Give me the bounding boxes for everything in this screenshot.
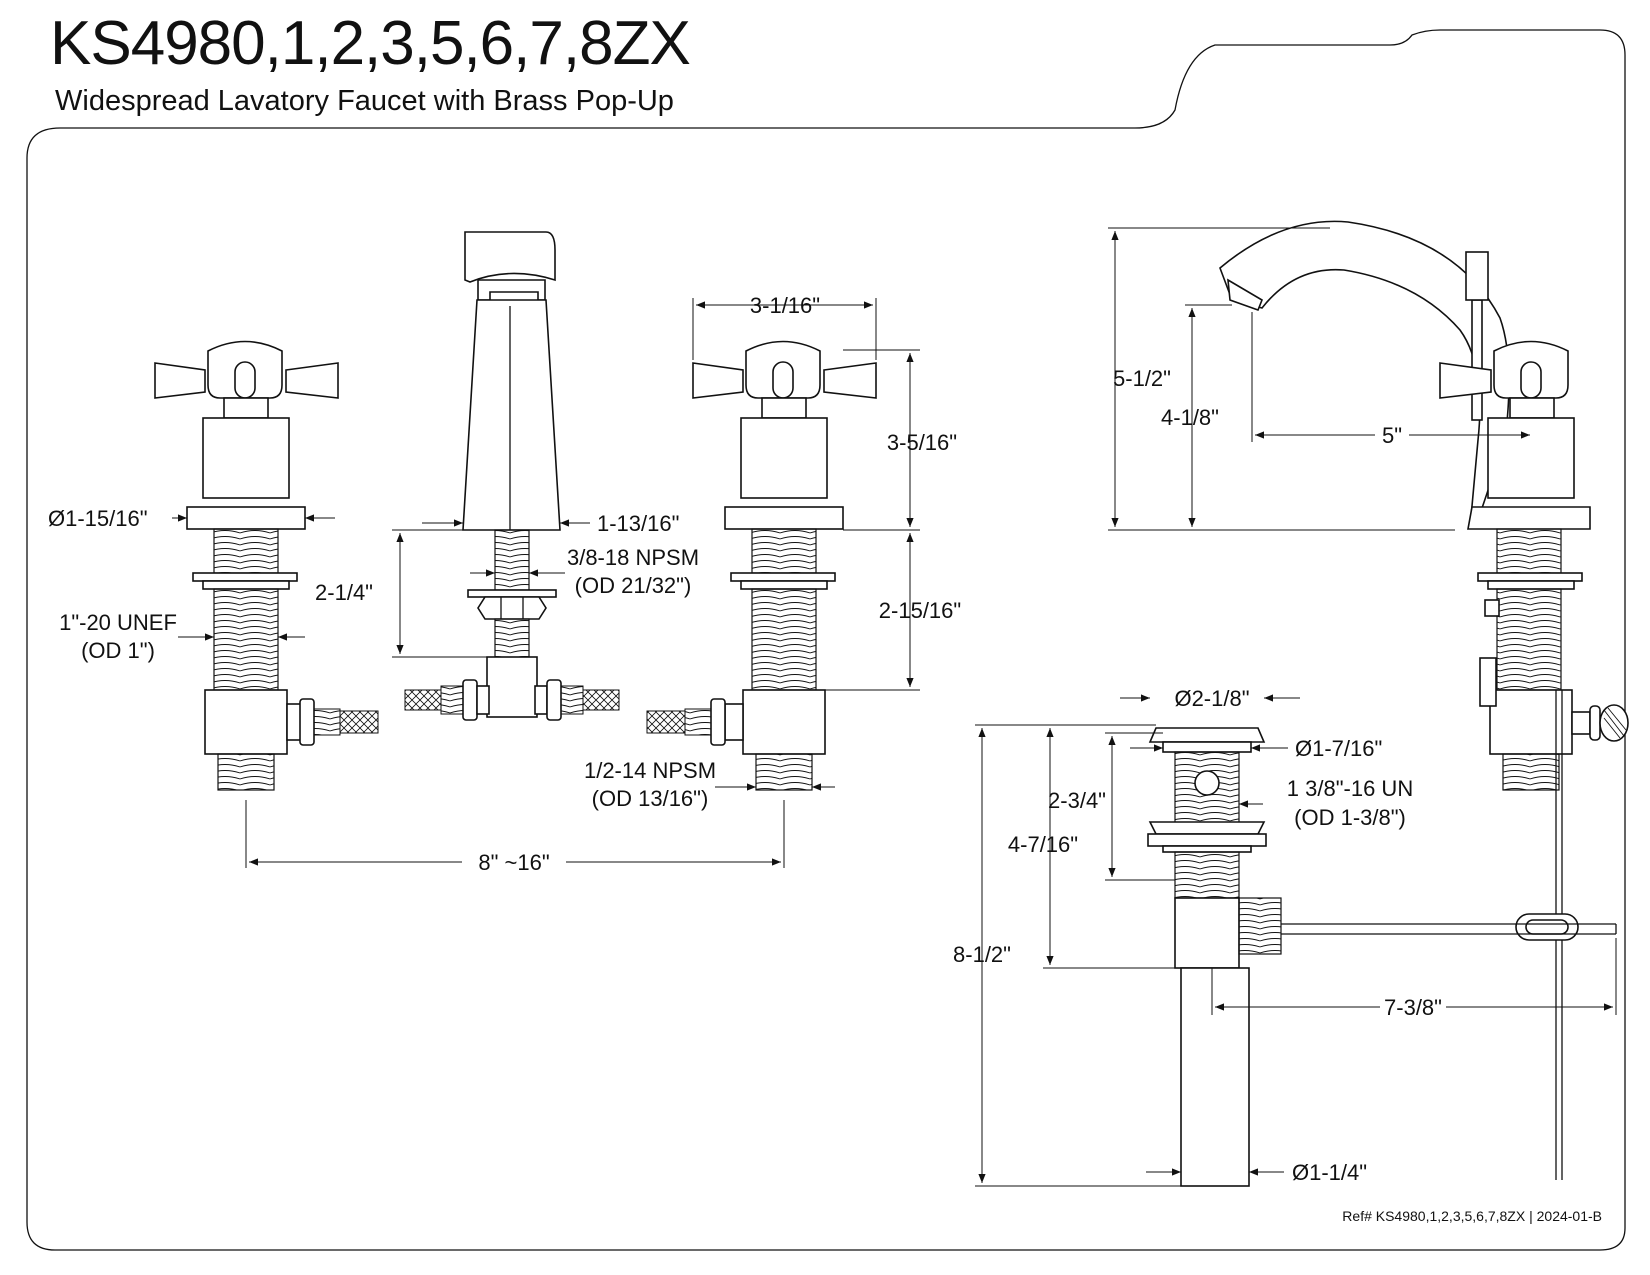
label-shank-od: (OD 1") — [81, 638, 155, 663]
side-view-faucet — [1219, 220, 1629, 1180]
label-body-thread-od: (OD 1-3/8") — [1294, 805, 1406, 830]
drain-dimensions — [975, 694, 1617, 1187]
drawing-frame — [26, 29, 1626, 1251]
label-spout-shank-length: 2-1/4" — [315, 580, 373, 605]
left-valve-assembly — [154, 340, 379, 791]
label-centers: 8" ~16" — [478, 850, 549, 875]
label-handle-height: 3-5/16" — [887, 430, 957, 455]
label-spout-height: 4-1/8" — [1161, 405, 1219, 430]
label-flange-diameter: Ø1-15/16" — [48, 506, 148, 531]
label-spout-reach: 5" — [1382, 423, 1402, 448]
drain-labels: Ø2-1/8" Ø1-7/16" 1 3/8"-16 UN (OD 1-3/8"… — [953, 686, 1442, 1185]
label-tailpiece-diameter: Ø1-1/4" — [1292, 1160, 1367, 1185]
label-handle-width: 3-1/16" — [750, 293, 820, 318]
right-valve-assembly — [646, 340, 877, 791]
spout-assembly — [404, 231, 620, 721]
label-inlet-thread: 1/2-14 NPSM — [584, 758, 716, 783]
label-lift-rod-length: 7-3/8" — [1384, 995, 1442, 1020]
reference-number: Ref# KS4980,1,2,3,5,6,7,8ZX | 2024-01-B — [1342, 1208, 1602, 1224]
page-title: KS4980,1,2,3,5,6,7,8ZX — [50, 9, 691, 78]
label-overall-height: 5-1/2" — [1113, 366, 1171, 391]
pop-up-drain — [1147, 727, 1617, 1187]
label-drain-flange-diameter: Ø2-1/8" — [1174, 686, 1249, 711]
front-view-labels: Ø1-15/16" 1"-20 UNEF (OD 1") 1-13/16" 3/… — [48, 293, 961, 875]
label-body-thread: 1 3/8"-16 UN — [1287, 776, 1413, 801]
label-shank-thread: 1"-20 UNEF — [59, 610, 177, 635]
label-thread-length: 2-3/4" — [1048, 788, 1106, 813]
label-upper-length: 4-7/16" — [1008, 832, 1078, 857]
label-spout-thread: 3/8-18 NPSM — [567, 545, 699, 570]
label-valve-shank-length: 2-15/16" — [879, 598, 961, 623]
side-view-dimensions — [1108, 227, 1530, 531]
side-view-labels: 5-1/2" 4-1/8" 5" — [1113, 366, 1402, 448]
label-spout-base-width: 1-13/16" — [597, 511, 679, 536]
page-subtitle: Widespread Lavatory Faucet with Brass Po… — [55, 85, 674, 117]
label-overall-length: 8-1/2" — [953, 942, 1011, 967]
label-stopper-diameter: Ø1-7/16" — [1295, 736, 1382, 761]
label-spout-thread-od: (OD 21/32") — [575, 573, 692, 598]
label-inlet-od: (OD 13/16") — [592, 786, 709, 811]
